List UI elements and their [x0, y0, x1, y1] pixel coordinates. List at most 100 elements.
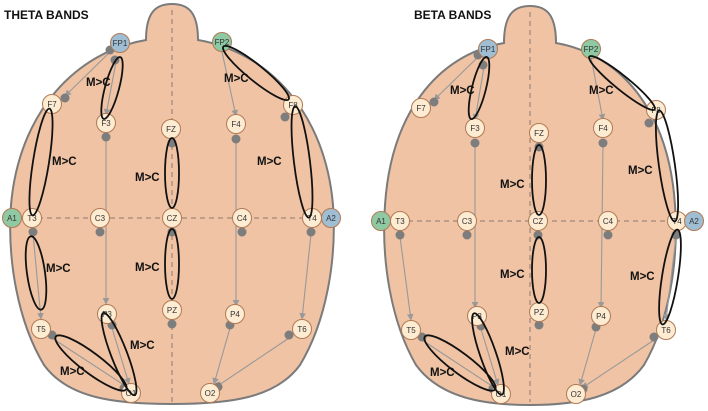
electrode-marker	[212, 32, 232, 52]
electrode-marker	[684, 211, 704, 231]
electrode-label: CZ	[533, 217, 544, 226]
highlight-ellipse	[24, 235, 48, 311]
electrode-marker	[2, 208, 22, 228]
electrode-label: T3	[27, 214, 37, 223]
connection-arrow	[578, 328, 597, 386]
comparison-f7-t3: M>C	[28, 107, 77, 217]
electrode-marker	[591, 306, 611, 326]
electrode-label: T4	[307, 214, 317, 223]
electrode-label: F3	[470, 124, 480, 133]
electrode-pz: PZ	[529, 302, 549, 322]
connection-arrow	[299, 233, 312, 320]
comparison-label: M>C	[450, 85, 475, 97]
comparison-label: M>C	[224, 73, 249, 85]
highlight-ellipse	[28, 107, 54, 217]
electrode-label: A1	[376, 217, 386, 226]
electrode-label: FZ	[534, 129, 544, 138]
comparison-label: M>C	[86, 77, 111, 89]
electrode-marker	[390, 211, 410, 231]
connector-dot	[598, 138, 608, 148]
electrode-marker	[232, 208, 252, 228]
connector-dot	[231, 134, 241, 144]
connection-arrow	[663, 236, 677, 321]
connector-dot	[534, 320, 544, 330]
highlight-ellipse	[531, 144, 547, 216]
comparison-f8-t4: M>C	[257, 105, 314, 219]
comparison-label: M>C	[135, 262, 160, 274]
electrode-label: A2	[326, 214, 336, 223]
highlight-ellipse	[164, 137, 180, 209]
electrode-marker	[22, 208, 42, 228]
comparison-fp1-f3: M>C	[86, 56, 124, 120]
electrode-label: T4	[672, 217, 682, 226]
connector-dot	[167, 319, 177, 329]
connection-arrow	[480, 328, 500, 386]
connection-arrow	[472, 66, 485, 121]
connection-arrow	[64, 51, 111, 97]
electrode-fz: FZ	[529, 123, 549, 143]
electrode-marker	[593, 118, 613, 138]
connector-dot	[649, 332, 659, 342]
electrode-label: F7	[416, 104, 426, 113]
electrode-marker	[465, 118, 485, 138]
comparison-fz-cz: M>C	[500, 144, 547, 216]
comparison-label: M>C	[52, 156, 77, 168]
connector-dot	[306, 227, 316, 237]
electrode-a1: A1	[2, 208, 22, 228]
electrode-label: F4	[598, 124, 608, 133]
electrode-c4: C4	[598, 211, 618, 231]
electrode-label: PZ	[167, 306, 177, 315]
theta-bands-title: THETA BANDS	[4, 8, 89, 22]
comparison-t5-o1: M>C	[54, 334, 128, 392]
electrode-t6: T6	[292, 319, 312, 339]
connection-arrow	[581, 339, 655, 389]
highlight-ellipse	[588, 55, 656, 111]
electrode-cz: CZ	[162, 208, 182, 228]
connector-dot	[462, 230, 472, 240]
electrode-label: C3	[95, 214, 106, 223]
electrode-label: F4	[231, 120, 241, 129]
electrode-label: T5	[406, 326, 416, 335]
electrode-label: P4	[230, 310, 240, 319]
comparison-label: M>C	[500, 269, 525, 281]
electrode-label: FZ	[166, 125, 176, 134]
electrode-marker	[225, 304, 245, 324]
electrode-label: O2	[205, 389, 216, 398]
comparison-p3-o1: M>C	[100, 311, 155, 397]
connector-dot	[644, 118, 654, 128]
electrode-marker	[321, 208, 341, 228]
electrode-label: T6	[661, 326, 671, 335]
electrode-p4: P4	[591, 306, 611, 326]
electrode-fp1: FP1	[110, 33, 130, 53]
comparison-fp1-f3: M>C	[450, 56, 491, 120]
electrode-label: T5	[36, 325, 46, 334]
connector-dot	[237, 227, 247, 237]
comparison-p3-o1: M>C	[471, 312, 530, 396]
connector-dot	[101, 132, 111, 142]
comparison-fz-cz: M>C	[135, 137, 180, 209]
comparison-label: M>C	[589, 85, 614, 97]
connector-dot	[395, 230, 405, 240]
comparison-t5-o1: M>C	[423, 334, 497, 392]
connection-arrow	[215, 337, 290, 388]
electrode-marker	[598, 211, 618, 231]
electrode-marker	[226, 114, 246, 134]
electrode-fp2: FP2	[581, 39, 601, 59]
electrode-t3: T3	[390, 211, 410, 231]
highlight-ellipse	[290, 105, 314, 219]
comparison-t3-t5: M>C	[24, 235, 71, 311]
electrode-label: F8	[288, 101, 298, 110]
electrode-pz: PZ	[162, 300, 182, 320]
electrode-c4: C4	[232, 208, 252, 228]
electrode-a1: A1	[371, 211, 391, 231]
comparison-fp2-f8: M>C	[222, 44, 290, 102]
highlight-ellipse	[467, 56, 491, 120]
highlight-ellipse	[100, 311, 138, 397]
electrode-f7: F7	[411, 98, 431, 118]
connector-dot	[603, 230, 613, 240]
beta-bands-title: BETA BANDS	[414, 8, 492, 22]
electrode-label: C3	[462, 217, 473, 226]
comparison-fp2-f8: M>C	[588, 55, 656, 111]
comparison-label: M>C	[257, 156, 282, 168]
comparison-label: M>C	[130, 340, 155, 352]
